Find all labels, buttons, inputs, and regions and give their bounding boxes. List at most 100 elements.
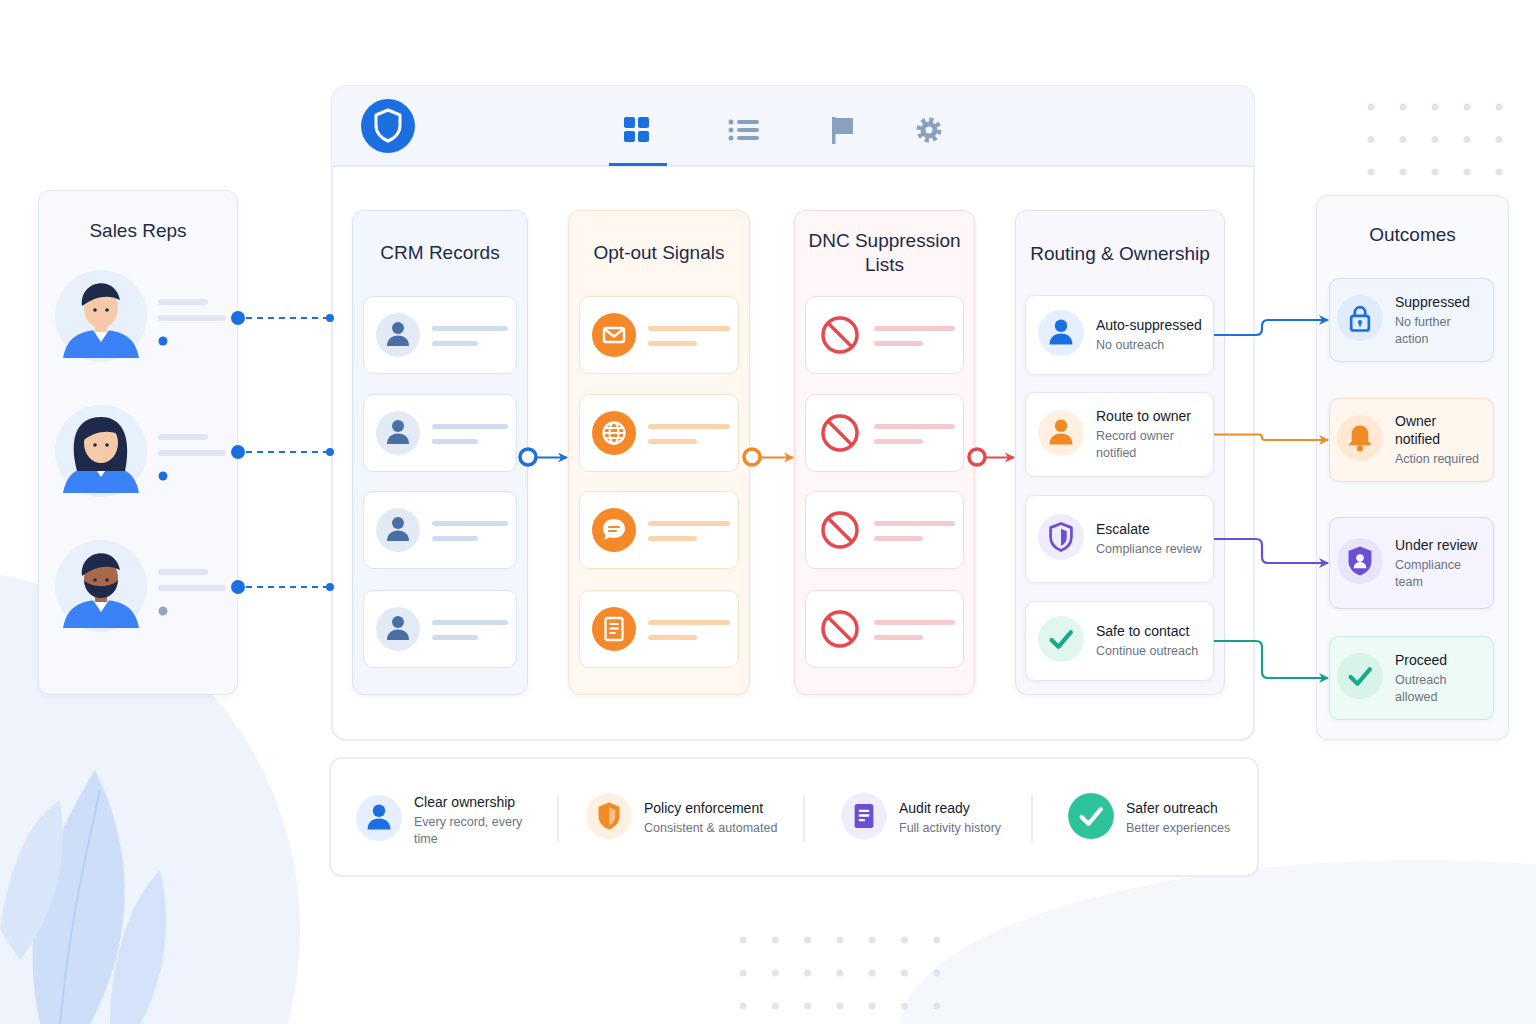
benefit-item: Clear ownershipEvery record, every time bbox=[345, 784, 553, 857]
dot bbox=[1464, 104, 1471, 111]
card-subtitle: Action required bbox=[1395, 451, 1485, 468]
rep-avatars-part bbox=[158, 299, 208, 305]
placeholder-bar bbox=[432, 536, 478, 541]
status-icon-part bbox=[1351, 316, 1369, 331]
status-icon bbox=[584, 791, 634, 845]
rep-avatars-part bbox=[158, 569, 208, 575]
flow-ring bbox=[520, 449, 536, 465]
dot bbox=[901, 970, 908, 977]
status-icon bbox=[1066, 791, 1116, 845]
record-icon-part bbox=[392, 420, 404, 432]
record-icon bbox=[590, 506, 638, 558]
record-icon-part bbox=[590, 311, 638, 359]
status-icon-part bbox=[609, 807, 615, 825]
list-line bbox=[737, 120, 759, 124]
record-icon bbox=[816, 409, 864, 461]
flow-ring bbox=[969, 449, 985, 465]
flag-cloth bbox=[835, 118, 853, 134]
dot bbox=[1496, 104, 1503, 111]
text-group: Audit readyFull activity history bbox=[899, 799, 1017, 837]
status-icon-part bbox=[1038, 410, 1084, 456]
heading-area: Routing & Ownership bbox=[1016, 211, 1224, 297]
record-icon-part bbox=[816, 506, 864, 554]
text-group: Auto-suppressedNo outreach bbox=[1096, 316, 1205, 354]
text-group: Safer outreachBetter experiences bbox=[1126, 799, 1244, 837]
rep-dot bbox=[231, 445, 245, 459]
heading-area: Opt-out Signals bbox=[569, 211, 749, 295]
rep-avatars-part bbox=[105, 578, 109, 582]
flag-pole bbox=[832, 117, 836, 144]
status-icon bbox=[354, 793, 404, 847]
placeholder-bar bbox=[874, 620, 955, 625]
status-icon-part bbox=[1337, 653, 1383, 699]
dot bbox=[1400, 169, 1407, 176]
placeholder-bar bbox=[648, 326, 730, 331]
record-icon-part bbox=[610, 624, 619, 633]
status-icon bbox=[1335, 536, 1385, 590]
status-icon-part bbox=[1335, 536, 1385, 586]
rep-avatars-part bbox=[63, 600, 139, 628]
rep-avatars-part bbox=[55, 540, 147, 632]
status-icon-part bbox=[1050, 433, 1073, 444]
record-icon-part bbox=[609, 527, 619, 531]
dot bbox=[772, 970, 779, 977]
dot bbox=[901, 1003, 908, 1010]
placeholder-bar bbox=[648, 439, 697, 444]
record-icon-part bbox=[828, 617, 852, 641]
rep-dot bbox=[326, 314, 334, 322]
record-icon-part bbox=[592, 411, 636, 455]
rep-avatars-part bbox=[55, 270, 147, 362]
status-icon-part bbox=[839, 791, 889, 841]
placeholder-bar bbox=[648, 424, 730, 429]
record-icon-part bbox=[590, 409, 638, 457]
flow-connector bbox=[528, 456, 567, 458]
status-icon-part bbox=[1050, 334, 1073, 345]
record-icon bbox=[374, 605, 422, 657]
column-panel: CRM Records bbox=[352, 210, 528, 695]
rep-dot bbox=[326, 583, 334, 591]
status-icon-part bbox=[586, 793, 632, 839]
status-icon bbox=[1335, 651, 1385, 705]
dot bbox=[933, 1003, 940, 1010]
record-icon-part bbox=[823, 318, 857, 352]
column-panel: Opt-out Signals bbox=[568, 210, 750, 695]
panel-heading: Outcomes bbox=[1369, 223, 1456, 247]
record-icon bbox=[374, 311, 422, 363]
rep-avatars-part bbox=[93, 308, 97, 312]
record-icon bbox=[816, 605, 864, 657]
record-icon-part bbox=[828, 518, 852, 542]
record-card bbox=[805, 394, 964, 472]
rep-avatars-part bbox=[158, 315, 226, 321]
record-icon-part bbox=[606, 618, 623, 640]
dot bbox=[933, 937, 940, 944]
grid-square bbox=[624, 131, 635, 142]
record-icon-part bbox=[816, 311, 864, 359]
record-card bbox=[363, 394, 517, 472]
flow-connector bbox=[975, 456, 1014, 458]
text-group: Safe to contactContinue outreach bbox=[1096, 622, 1205, 660]
rep-avatars-part bbox=[105, 443, 109, 447]
text-group: Clear ownershipEvery record, every time bbox=[414, 793, 544, 848]
status-icon-part bbox=[1038, 616, 1084, 662]
placeholder-bar bbox=[874, 635, 923, 640]
text-group: SuppressedNo further action bbox=[1395, 293, 1485, 348]
placeholder-bar bbox=[874, 341, 923, 346]
dot bbox=[1368, 169, 1375, 176]
record-card bbox=[805, 296, 964, 374]
record-icon-part bbox=[376, 508, 420, 552]
gear-tab bbox=[919, 120, 939, 140]
grid-square bbox=[624, 117, 635, 128]
rep-avatars-part bbox=[82, 553, 120, 576]
status-icon-part bbox=[1038, 514, 1084, 560]
dot bbox=[869, 937, 876, 944]
record-icon-part bbox=[604, 423, 625, 444]
dot bbox=[869, 1003, 876, 1010]
status-card: Owner notifiedAction required bbox=[1329, 398, 1494, 482]
rep-avatars-part bbox=[82, 418, 120, 441]
column-panel: Sales Reps bbox=[38, 190, 238, 695]
dot bbox=[772, 937, 779, 944]
status-card: ProceedOutreach allowed bbox=[1329, 636, 1494, 720]
record-icon-part bbox=[592, 313, 636, 357]
record-icon-part bbox=[828, 421, 852, 445]
rep-avatars-part bbox=[55, 405, 147, 497]
